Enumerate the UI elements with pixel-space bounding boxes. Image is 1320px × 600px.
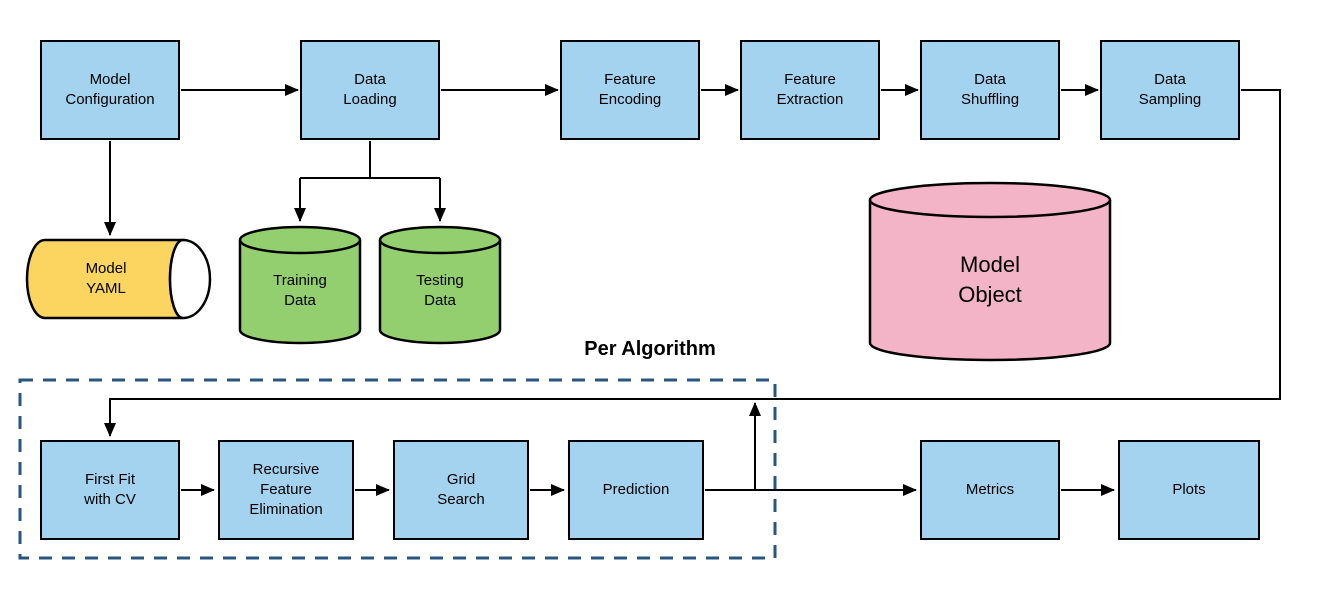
node-data-loading: Data Loading xyxy=(300,40,440,140)
edge-data-loading-split xyxy=(300,141,440,179)
node-metrics: Metrics xyxy=(920,440,1060,540)
per-algorithm-group-label: Per Algorithm xyxy=(584,338,716,360)
node-prediction: Prediction xyxy=(568,440,704,540)
node-label: Metrics xyxy=(965,481,1015,499)
node-label: Grid Search xyxy=(437,471,485,508)
node-data-sampling: Data Sampling xyxy=(1100,40,1240,140)
node-label: Recursive Feature Elimination xyxy=(249,461,323,518)
node-label: Data Loading xyxy=(343,71,397,108)
cylinder-model-object xyxy=(868,181,1112,362)
node-data-shuffling: Data Shuffling xyxy=(920,40,1060,140)
node-label: Plots xyxy=(1172,481,1206,499)
cylinder-training-data xyxy=(238,225,362,345)
node-label: Feature Encoding xyxy=(598,71,662,108)
per-algorithm-group-border xyxy=(18,378,777,560)
node-label: Prediction xyxy=(602,481,670,499)
node-label: Feature Extraction xyxy=(776,71,844,108)
node-label: Model Configuration xyxy=(65,71,155,108)
node-label: Data Sampling xyxy=(1138,71,1202,108)
node-label: Data Shuffling xyxy=(960,71,1020,108)
node-feature-encoding: Feature Encoding xyxy=(560,40,700,140)
node-model-configuration: Model Configuration xyxy=(40,40,180,140)
node-plots: Plots xyxy=(1118,440,1260,540)
node-recursive-feature-elimination: Recursive Feature Elimination xyxy=(218,440,354,540)
node-feature-extraction: Feature Extraction xyxy=(740,40,880,140)
node-grid-search: Grid Search xyxy=(393,440,529,540)
node-label: First Fit with CV xyxy=(84,471,136,508)
cylinder-testing-data xyxy=(378,225,502,345)
document-model-yaml xyxy=(25,238,212,320)
edge-data-sampling-to-first-fit xyxy=(104,89,1281,437)
node-first-fit-with-cv: First Fit with CV xyxy=(40,440,180,540)
